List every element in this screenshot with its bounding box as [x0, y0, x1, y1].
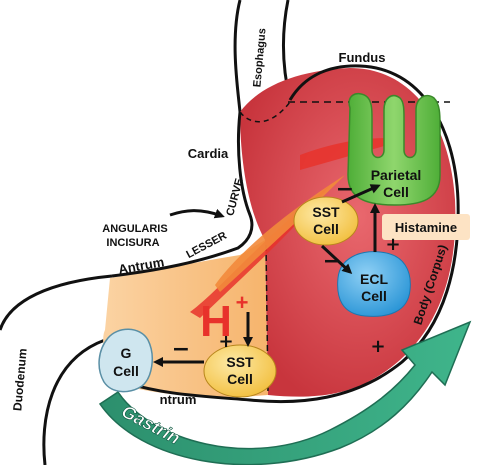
histamine-label: Histamine — [395, 220, 457, 235]
angularis-label-2: INCISURA — [106, 237, 159, 249]
sign-gastrin: + — [370, 336, 385, 357]
stomach-outline-greater — [109, 64, 460, 404]
gastrin-arrow — [98, 320, 472, 465]
cardia-label: Cardia — [188, 146, 229, 161]
sign-sst-to-parietal: − — [336, 177, 354, 202]
sst-cell-upper-label-2: Cell — [313, 221, 339, 237]
sign-acid-to-sst: + — [218, 331, 233, 352]
sign-histamine: + — [385, 234, 400, 255]
sign-sst-to-ecl: − — [323, 249, 341, 274]
esophagus-label: Esophagus — [251, 28, 268, 88]
arrow-sst-to-parietal — [341, 184, 381, 204]
parietal-cell — [347, 92, 441, 206]
arrow-angularis — [169, 208, 225, 219]
acid-superscript: + — [236, 290, 249, 315]
arrow-sst-to-ecl — [320, 244, 353, 275]
sst-cell-upper — [293, 196, 359, 246]
duodenum-label: Duodenum — [10, 348, 29, 412]
curve-label: CURVE — [224, 177, 246, 217]
fundus-label: Fundus — [339, 50, 386, 65]
g-cell — [98, 328, 154, 393]
lesser-label: LESSER — [184, 230, 229, 261]
ecl-cell-label-2: Cell — [361, 288, 387, 304]
ecl-cell — [337, 251, 411, 317]
sst-cell-lower-label-1: SST — [226, 354, 254, 370]
angularis-label-1: ANGULARIS — [102, 223, 167, 235]
parietal-cell-label-1: Parietal — [371, 167, 422, 183]
duodenum — [0, 274, 120, 465]
g-cell-label-2: Cell — [113, 363, 139, 379]
sign-sst-to-g-cell: − — [172, 337, 190, 362]
ecl-cell-label-1: ECL — [360, 271, 388, 287]
histamine-box — [382, 214, 470, 240]
acid-symbol: H — [200, 297, 232, 346]
parietal-cell-label-2: Cell — [383, 184, 409, 200]
antrum-bottom-label: ntrum — [160, 392, 197, 407]
stomach-outline-lesser — [111, 111, 254, 278]
sst-cell-lower — [203, 344, 277, 398]
sst-cell-upper-label-1: SST — [312, 204, 340, 220]
g-cell-label-1: G — [121, 345, 132, 361]
sst-cell-lower-label-2: Cell — [227, 371, 253, 387]
cardia-dashed-line — [239, 101, 291, 123]
